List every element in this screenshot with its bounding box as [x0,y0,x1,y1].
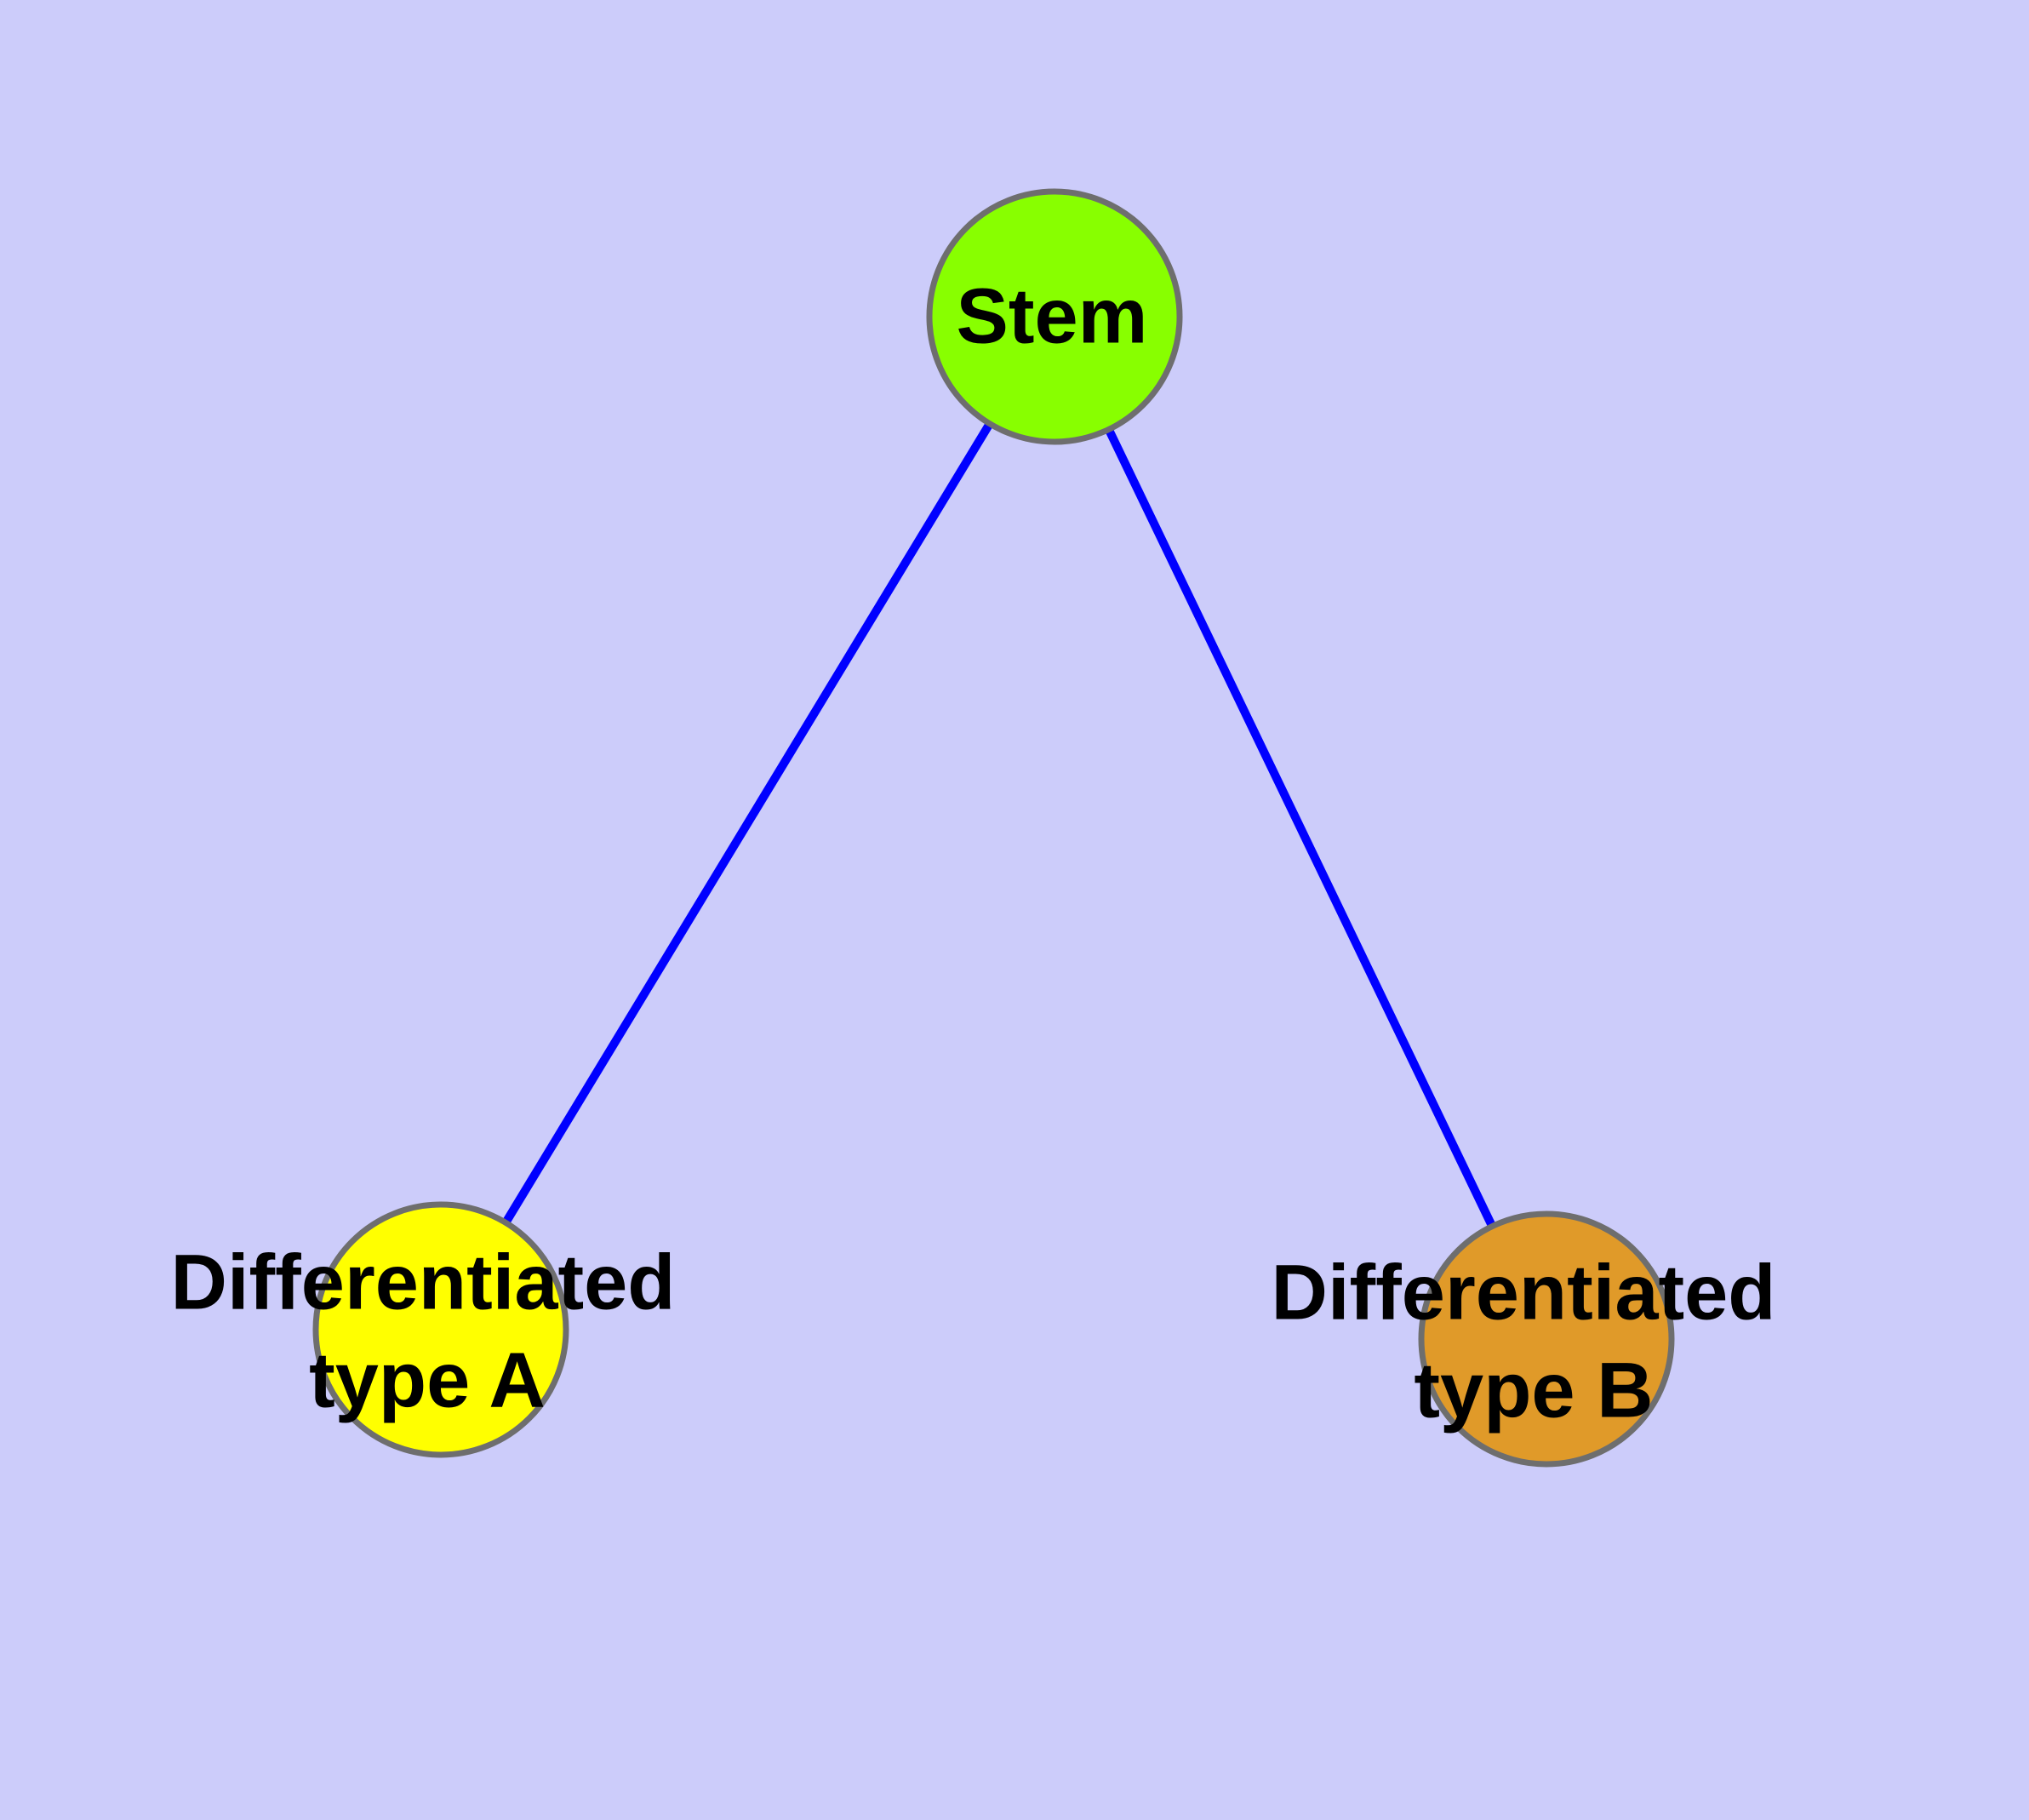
node-circle-stem[interactable] [926,188,1183,445]
node-label-stem: Stem [957,272,1148,359]
edge-stem-to-differentiated-type-a[interactable] [437,314,1059,1332]
node-label-differentiated-type-b-line1: Differentiated [1272,1249,1776,1336]
node-layer [312,188,1675,1468]
edge-stem-to-differentiated-type-b[interactable] [1050,314,1551,1342]
node-label-differentiated-type-a-line2: type A [309,1336,546,1423]
node-circle-differentiated-type-b[interactable] [1418,1210,1675,1468]
node-label-differentiated-type-a-line1: Differentiated [171,1239,676,1325]
node-label-differentiated-type-b-line2: type B [1414,1347,1653,1434]
node-circle-differentiated-type-a[interactable] [312,1201,569,1458]
edge-layer [437,314,1551,1342]
label-layer: Stem Differentiated type A Differentiate… [171,272,1776,1434]
